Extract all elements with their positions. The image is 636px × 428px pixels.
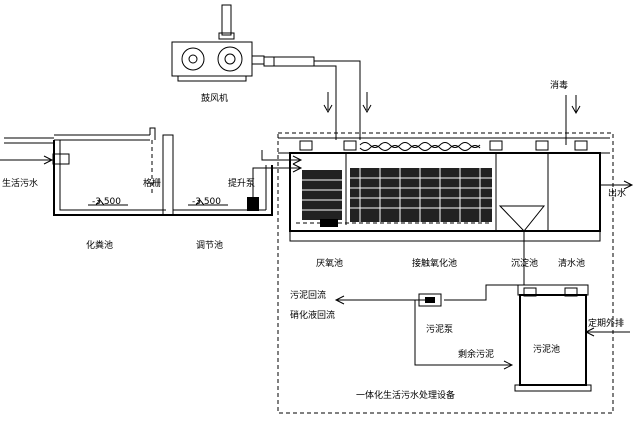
outlet-water-label: 出水 xyxy=(608,187,626,199)
anaerobic-tank-label: 厌氧池 xyxy=(316,257,343,269)
sludge-tank-structure xyxy=(514,284,592,392)
equipment-base xyxy=(289,230,601,242)
nitrate-return-label: 硝化液回流 xyxy=(290,309,335,321)
contact-oxidation-tank-label: 接触氧化池 xyxy=(412,257,457,269)
septic-tank-label: 化粪池 xyxy=(86,239,113,251)
level-marker-regulating xyxy=(188,199,228,206)
submersible-pump-icon xyxy=(247,197,259,211)
domestic-sewage-label: 生活污水 xyxy=(2,177,38,189)
level-marker-septic xyxy=(88,199,128,206)
clear-water-tank-label: 清水池 xyxy=(558,257,585,269)
periodic-discharge-label: 定期外排 xyxy=(588,317,624,329)
lift-pump-label: 提升泵 xyxy=(228,178,255,189)
excess-sludge-label: 剩余污泥 xyxy=(458,348,494,360)
sludge-return-label: 污泥回流 xyxy=(290,289,326,301)
septic-tank-structure xyxy=(53,127,273,216)
sedimentation-tank-label: 沉淀池 xyxy=(511,257,538,269)
equipment-title: 一体化生活污水处理设备 xyxy=(356,389,455,401)
inlet-pipe-icon xyxy=(52,153,70,165)
biofilm-media xyxy=(302,168,492,222)
disinfection-label: 消毒 xyxy=(550,79,568,91)
sludge-tank-label: 污泥池 xyxy=(533,343,560,355)
sedimentation-hopper xyxy=(498,205,546,232)
regulating-tank-label: 调节池 xyxy=(196,239,223,251)
grille-label: 格栅 xyxy=(143,177,161,189)
sludge-pump-label: 污泥泵 xyxy=(426,323,453,335)
blower-label: 鼓风机 xyxy=(201,92,228,104)
level-regulating: -3.500 xyxy=(192,197,221,207)
blower-icon xyxy=(171,4,315,82)
level-septic: -3.500 xyxy=(92,197,121,207)
equipment-top-cover xyxy=(278,137,610,154)
